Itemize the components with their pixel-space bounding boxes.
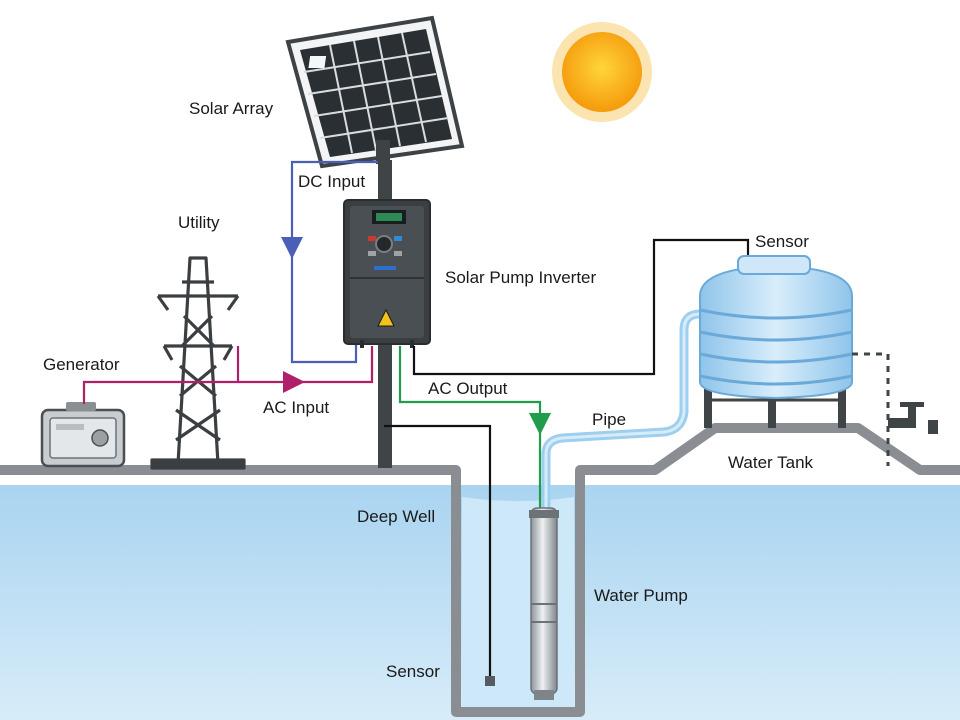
solar-panel-icon (285, 15, 465, 169)
well-sensor-wire (384, 424, 492, 676)
tap-icon (888, 402, 938, 434)
ac-output-wire (398, 346, 542, 420)
label-solar-array: Solar Array (189, 99, 274, 118)
label-ac-output: AC Output (428, 379, 508, 398)
label-utility: Utility (178, 213, 220, 232)
label-deep-well: Deep Well (357, 507, 436, 526)
label-sensor-tank: Sensor (755, 232, 809, 251)
label-water-pump: Water Pump (594, 586, 688, 605)
solar-pump-inverter-icon (343, 199, 431, 348)
label-sensor-well: Sensor (386, 662, 440, 681)
label-solar-pump-inverter: Solar Pump Inverter (445, 268, 597, 287)
ground-line (0, 423, 960, 717)
well-sensor-icon (485, 676, 495, 686)
label-dc-input: DC Input (298, 172, 366, 191)
water-pump-icon (529, 507, 559, 700)
water-tank-icon (699, 255, 853, 428)
tank-sensor-wire (412, 238, 750, 376)
label-generator: Generator (43, 355, 120, 374)
outlet-pipe (852, 352, 890, 466)
label-water-tank: Water Tank (728, 453, 814, 472)
label-ac-input: AC Input (263, 398, 330, 417)
generator-icon (40, 402, 126, 468)
utility-tower-icon (150, 256, 246, 470)
label-pipe: Pipe (592, 410, 627, 429)
pipe (541, 309, 716, 508)
generator-ac-wire (82, 346, 374, 404)
sun-icon (552, 22, 652, 122)
dc-input-wire (290, 160, 378, 364)
